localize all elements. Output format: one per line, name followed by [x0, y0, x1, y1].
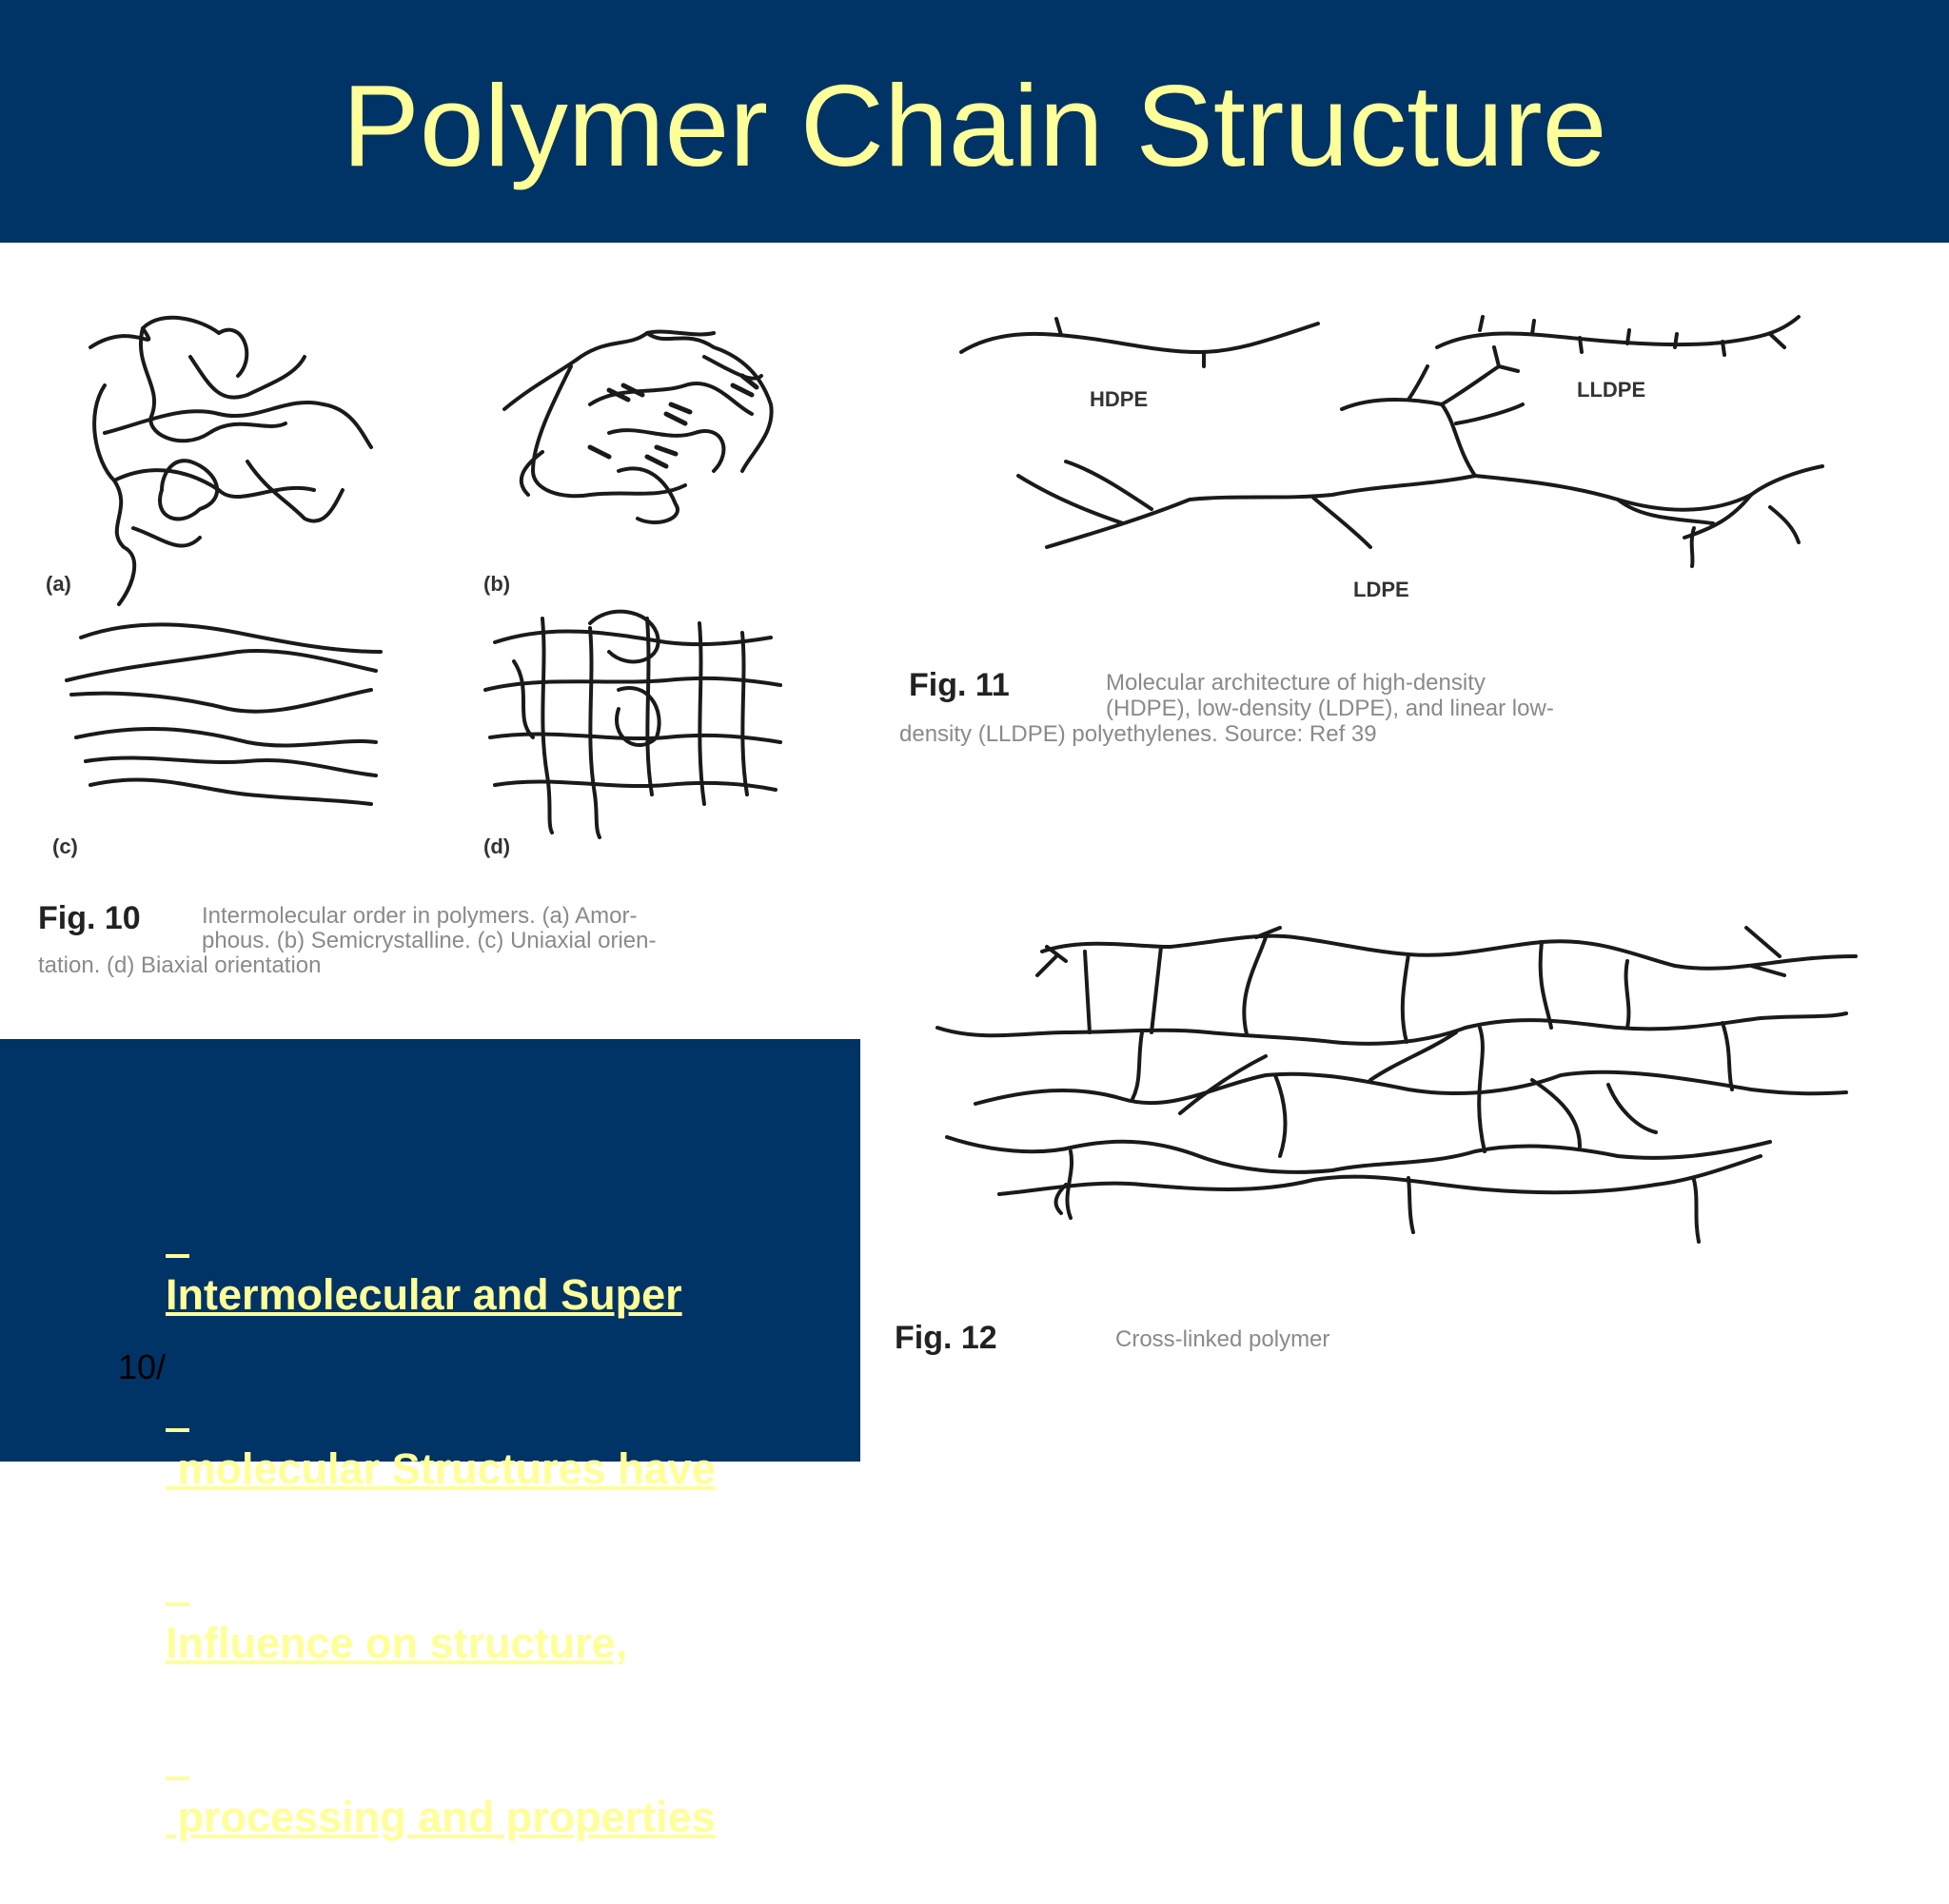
fig10-panel-c-label: (c) [52, 834, 78, 858]
note-line-3[interactable]: Influence on structure, [166, 1619, 628, 1667]
note-line-1[interactable]: Intermolecular and Super [166, 1270, 682, 1319]
title-bar: Polymer Chain Structure [0, 0, 1949, 243]
fig10-panel-b-drawing [502, 329, 774, 524]
fig10-caption-line-1: Intermolecular order in polymers. (a) Am… [202, 903, 637, 929]
figures-canvas: (a) (b) (c) [38, 315, 1858, 1356]
slide-title: Polymer Chain Structure [342, 61, 1607, 190]
fig11-caption-line-2: (HDPE), low-density (LDPE), and linear l… [1106, 696, 1554, 721]
fig10-panel-a-drawing [89, 315, 373, 606]
note-box [0, 1039, 860, 1462]
slide-number: 10/ [118, 1347, 167, 1386]
fig11-hdpe-label: HDPE [1090, 387, 1148, 411]
fig11-lldpe-chain [1435, 315, 1801, 357]
fig11-hdpe-chain [959, 317, 1320, 368]
note-text[interactable]: Intermolecular and Super molecular Struc… [166, 1149, 716, 1904]
fig10-panel-d-label: (d) [483, 834, 510, 858]
note-line-2[interactable]: molecular Structures have [166, 1444, 716, 1493]
fig10-caption-line-3: tation. (d) Biaxial orientation [38, 952, 322, 978]
fig10-label: Fig. 10 [38, 900, 141, 936]
fig11-lldpe-label: LLDPE [1577, 378, 1645, 402]
fig11-ldpe-label: LDPE [1353, 578, 1409, 601]
fig10-panel-d-drawing [483, 609, 782, 839]
fig10-panel-b-label: (b) [483, 572, 510, 596]
fig12-label: Fig. 12 [895, 1320, 997, 1356]
fig11-caption-line-1: Molecular architecture of high-density [1106, 670, 1486, 696]
fig10-panel-a-label: (a) [46, 572, 71, 596]
fig11-label: Fig. 11 [909, 667, 1010, 703]
fig12-crosslinked-network [935, 926, 1858, 1244]
fig11-caption-line-3: density (LLDPE) polyethylenes. Source: R… [899, 721, 1377, 747]
fig10-panel-c-drawing [65, 622, 383, 806]
fig10-caption-line-2: phous. (b) Semicrystalline. (c) Uniaxial… [202, 928, 657, 953]
fig11-ldpe-chain [1016, 345, 1824, 568]
note-line-4[interactable]: processing and properties [166, 1793, 716, 1841]
fig12-caption: Cross-linked polymer [1115, 1326, 1329, 1352]
